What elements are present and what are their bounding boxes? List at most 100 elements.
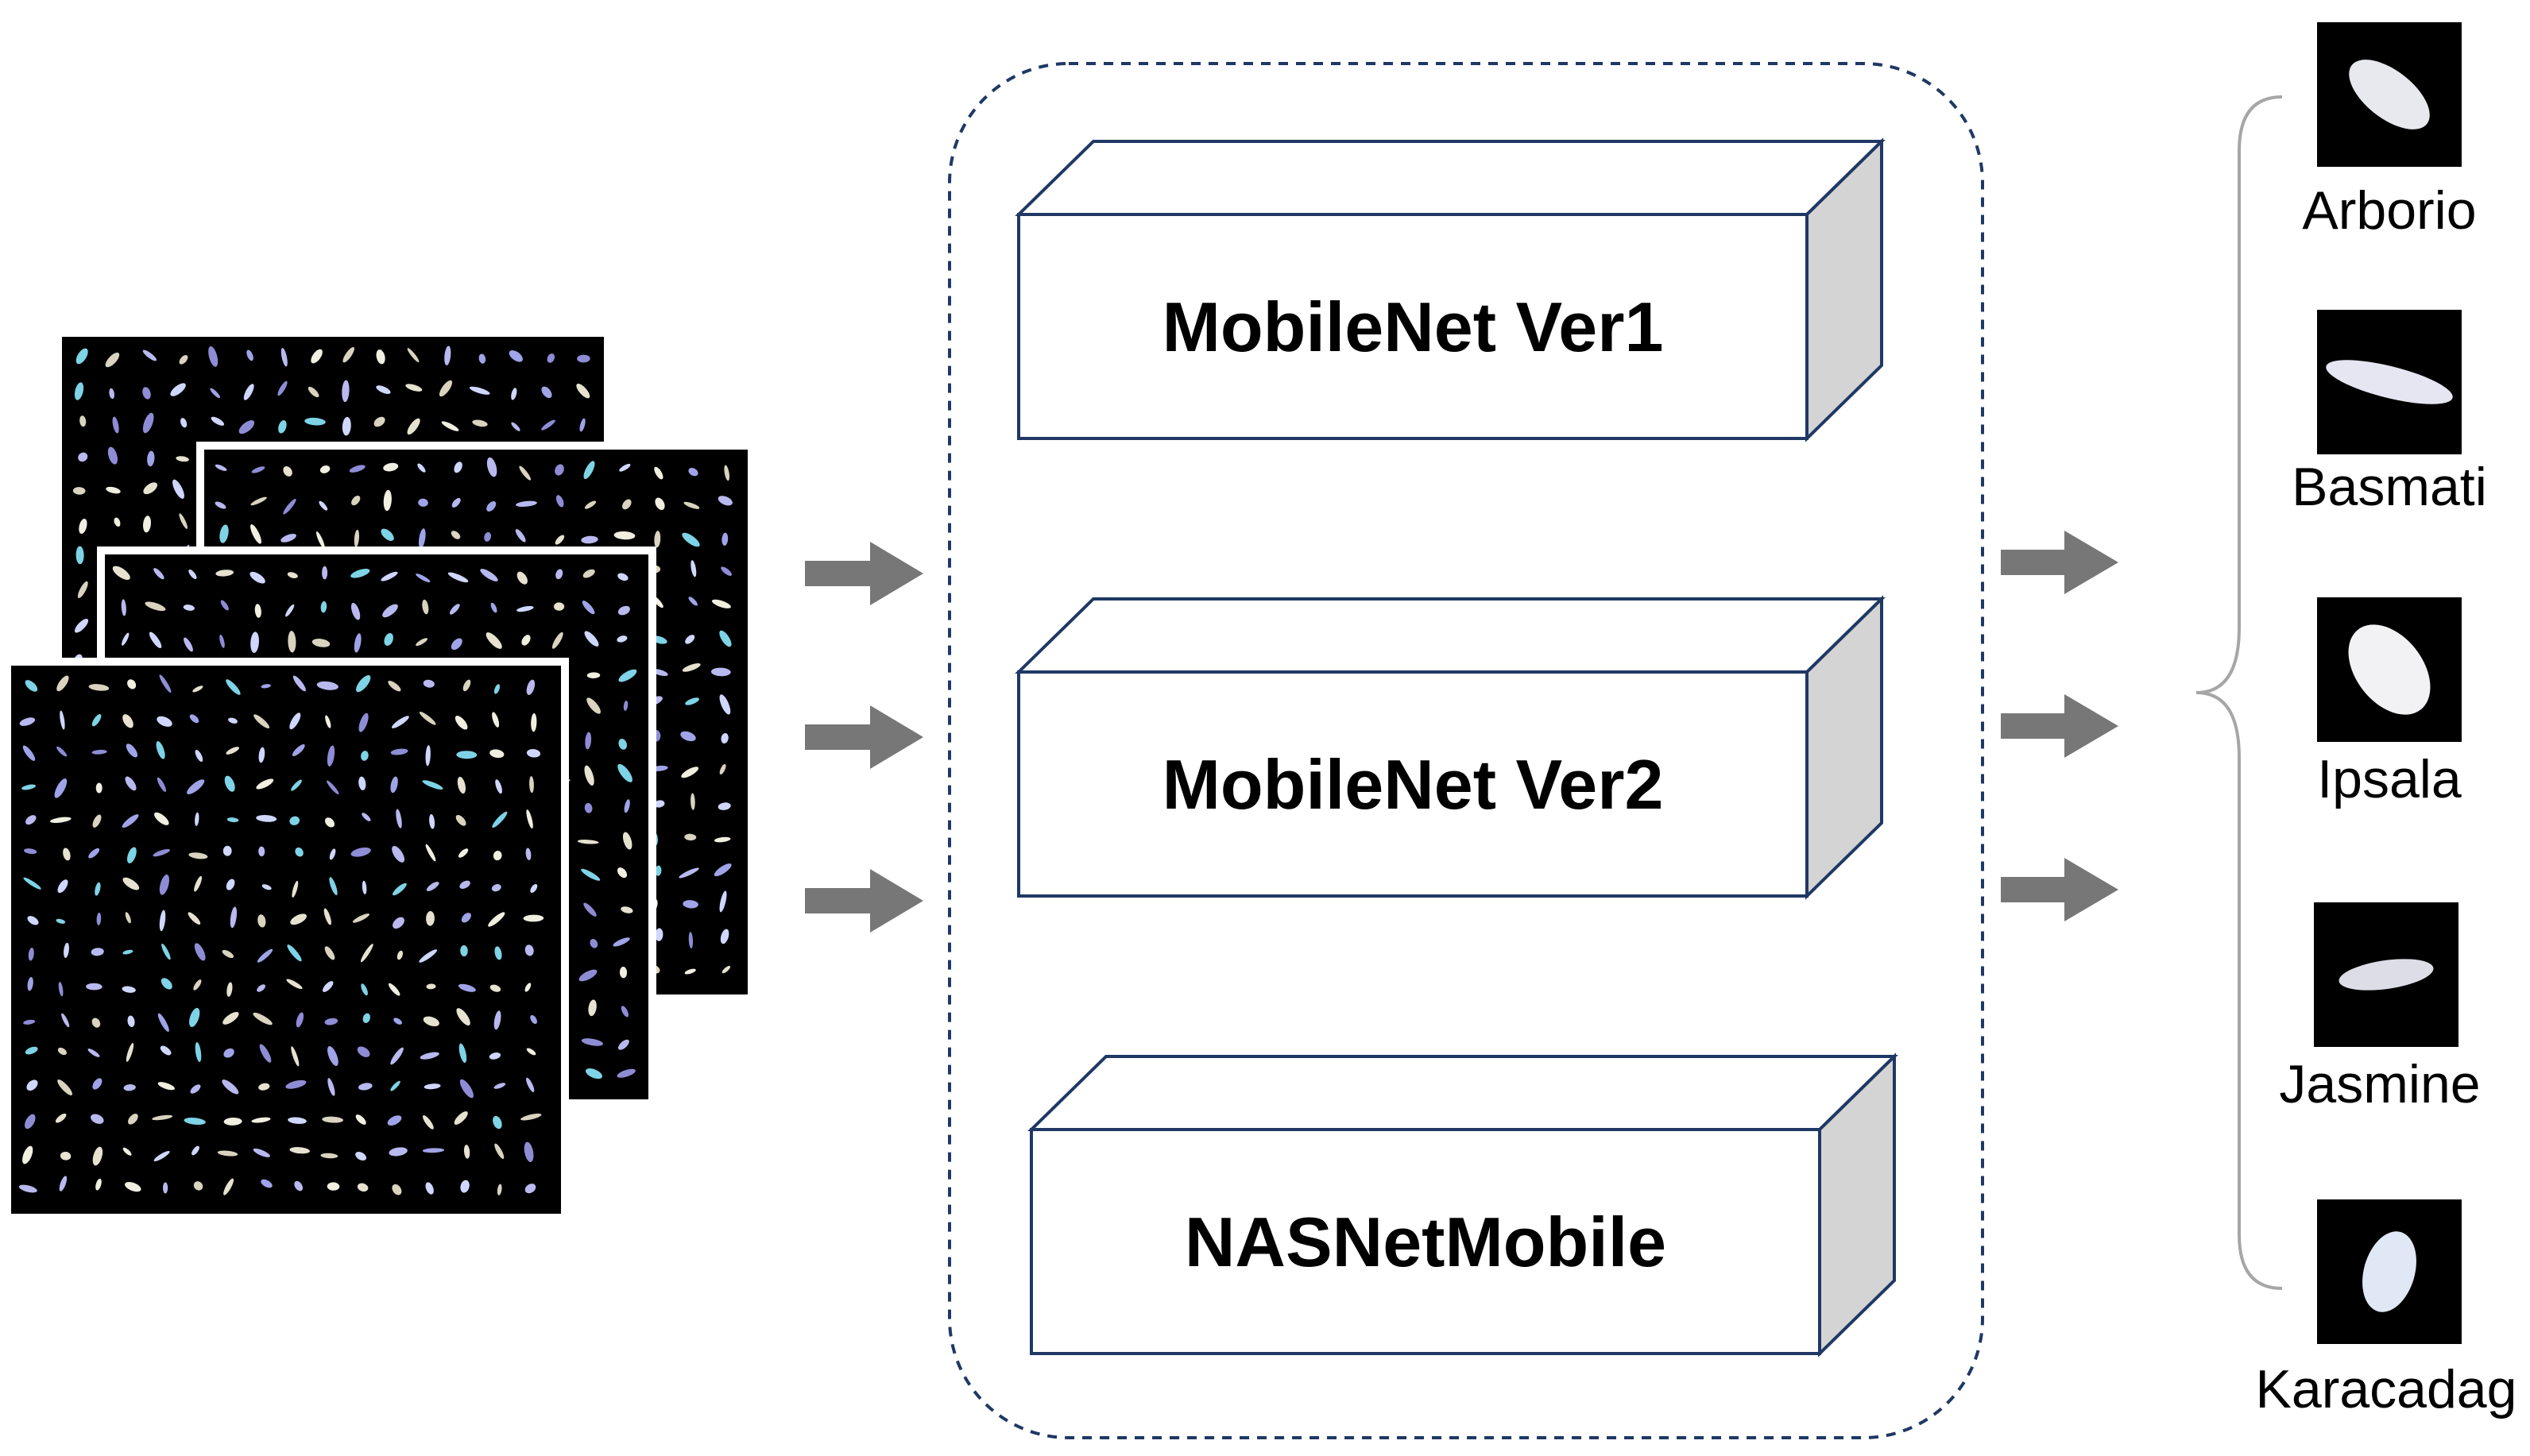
rice-grain — [122, 949, 133, 955]
class-label-karacadag: Karacadag — [2256, 1359, 2517, 1419]
rice-grain — [223, 1178, 234, 1195]
rice-grain — [258, 846, 265, 857]
rice-grain — [226, 879, 235, 890]
rice-grain — [226, 679, 241, 695]
class-ipsala: Ipsala — [2317, 597, 2462, 809]
rice-grain — [720, 929, 729, 944]
rice-grain — [194, 943, 206, 961]
rice-grain — [291, 1046, 300, 1067]
rice-grain — [126, 1042, 134, 1062]
rice-grain — [376, 350, 385, 365]
rice-grain — [355, 1114, 366, 1125]
rice-grain — [325, 715, 331, 728]
rice-grain — [288, 631, 296, 653]
rice-grain — [618, 739, 628, 750]
rice-grain — [681, 767, 699, 778]
rice-grain — [195, 812, 199, 826]
rice-grain — [95, 1178, 102, 1191]
rice-grain — [122, 877, 140, 890]
rice-grain — [493, 1010, 501, 1030]
rice-grain — [63, 848, 71, 861]
rice-grain — [26, 1079, 38, 1091]
rice-grain — [188, 569, 197, 580]
rice-grain — [721, 965, 731, 974]
rice-grain — [324, 946, 335, 960]
rice-grain — [223, 1117, 242, 1126]
rice-grain — [246, 350, 253, 361]
rice-grain — [154, 812, 169, 825]
input-arrow-2 — [805, 705, 923, 769]
rice-grain — [88, 684, 110, 691]
rice-grain — [251, 466, 265, 473]
model-label-nasnetmobile: NASNetMobile — [1185, 1203, 1666, 1281]
rice-grain — [623, 700, 629, 711]
rice-grain — [419, 949, 438, 963]
rice-grain — [159, 910, 166, 932]
rice-grain — [439, 380, 453, 397]
rice-grain — [526, 809, 533, 829]
rice-grain — [149, 631, 162, 649]
rice-grain — [285, 1079, 307, 1089]
rice-grain — [316, 681, 338, 690]
rice-grain — [588, 999, 597, 1017]
rice-grain — [393, 917, 404, 929]
rice-grain — [493, 684, 501, 694]
rice-grain — [719, 763, 726, 775]
rice-grain — [388, 680, 401, 692]
rice-grain — [319, 465, 331, 473]
rice-grain — [184, 637, 193, 652]
rice-grain — [521, 635, 531, 646]
rice-grain — [288, 1117, 307, 1124]
rice-grain — [497, 1184, 502, 1195]
rice-grain — [418, 528, 426, 549]
rice-grain — [49, 817, 72, 823]
rice-grain — [381, 528, 394, 541]
rice-grain — [485, 632, 502, 649]
rice-grain — [462, 679, 471, 692]
rice-grain — [219, 635, 225, 648]
rice-grain — [105, 352, 120, 368]
output-arrow-2 — [2001, 694, 2118, 758]
rice-grain — [389, 1147, 408, 1157]
class-karacadag: Karacadag — [2256, 1199, 2517, 1419]
rice-grain — [405, 384, 423, 392]
rice-grain — [289, 713, 301, 730]
rice-grain — [617, 763, 632, 782]
rice-grain — [261, 684, 271, 689]
rice-grain — [289, 1147, 310, 1154]
rice-grain — [106, 486, 121, 494]
rice-grain — [327, 1078, 335, 1096]
rice-grain — [516, 571, 528, 585]
rice-grain — [617, 635, 628, 643]
rice-grain — [75, 546, 84, 565]
rice-grain — [57, 879, 68, 894]
rice-grain — [92, 1146, 103, 1166]
rice-grain — [382, 604, 398, 618]
rice-grain — [188, 852, 208, 859]
class-brace — [2195, 95, 2283, 1290]
rice-grain — [390, 776, 398, 794]
rice-grain — [278, 419, 287, 434]
rice-grain — [157, 1082, 175, 1091]
rice-grain — [393, 1018, 402, 1025]
rice-grain — [684, 833, 697, 841]
rice-grain — [578, 969, 598, 982]
rice-grain — [183, 604, 195, 611]
rice-grain — [584, 631, 599, 647]
rice-grain — [617, 605, 630, 616]
rice-grain — [324, 817, 335, 828]
rice-grain — [721, 532, 729, 546]
rice-grain — [257, 984, 265, 992]
rice-grain — [259, 1044, 272, 1063]
rice-grain — [416, 574, 431, 583]
rice-grain — [56, 675, 69, 692]
rice-grain — [420, 1052, 439, 1060]
rice-grain — [655, 928, 663, 941]
rice-grain — [142, 412, 154, 434]
rice-grain — [22, 1145, 33, 1164]
rice-grain — [194, 875, 203, 892]
rice-grain — [327, 1182, 340, 1191]
rice-grain — [583, 902, 597, 917]
rice-grain — [226, 747, 239, 755]
rice-grain — [189, 1007, 200, 1027]
